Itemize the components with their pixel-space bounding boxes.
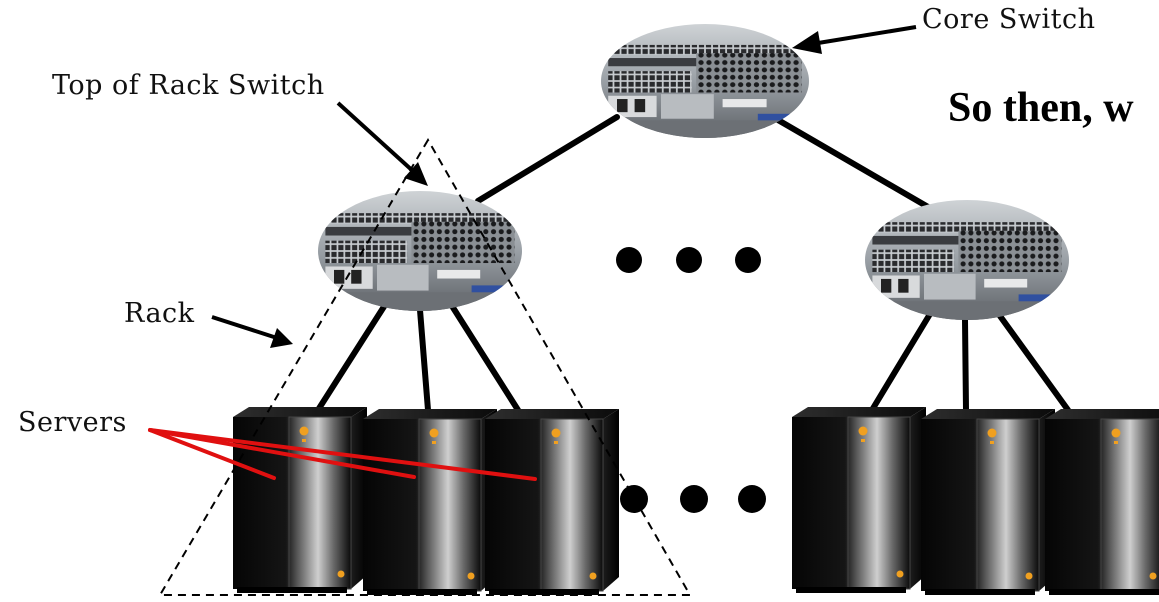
- tor-switch-arrow: [336, 101, 428, 186]
- ellipsis-dots-servers: [620, 485, 766, 513]
- server-left-1-icon: [232, 406, 368, 594]
- rack-label: Rack: [124, 298, 195, 329]
- link-core-to-tor-left: [475, 114, 620, 204]
- servers-pointer-lines: [148, 428, 537, 481]
- link-tor-left-server-2: [417, 307, 431, 413]
- rack-outline: [158, 138, 692, 596]
- server-left-3-icon: [484, 408, 620, 596]
- link-tor-left-server-1: [315, 302, 388, 413]
- tor-switch-right-icon: [865, 200, 1069, 320]
- pointer-arrows: [211, 25, 917, 348]
- core-switch-label: Core Switch: [922, 4, 1096, 35]
- link-tor-right-server-2: [962, 317, 969, 413]
- rack-arrow: [211, 315, 293, 348]
- servers-label: Servers: [18, 407, 127, 438]
- slide-heading: So then, w: [948, 85, 1134, 131]
- core-switch-arrow: [792, 25, 917, 54]
- server-right-3-icon: [1044, 408, 1159, 596]
- link-tor-right-server-1: [869, 311, 933, 413]
- link-core-to-tor-right: [775, 117, 938, 214]
- network-links: [315, 114, 1071, 413]
- server-right-1-icon: [791, 406, 927, 594]
- link-tor-right-server-3: [997, 313, 1071, 413]
- top-of-rack-switch-label: Top of Rack Switch: [52, 70, 325, 101]
- server-right-2-icon: [920, 408, 1056, 596]
- ellipsis-dots-switches: [616, 247, 761, 273]
- tor-switch-left-icon: [318, 191, 522, 311]
- link-tor-left-server-3: [449, 303, 521, 413]
- server-left-2-icon: [362, 408, 498, 596]
